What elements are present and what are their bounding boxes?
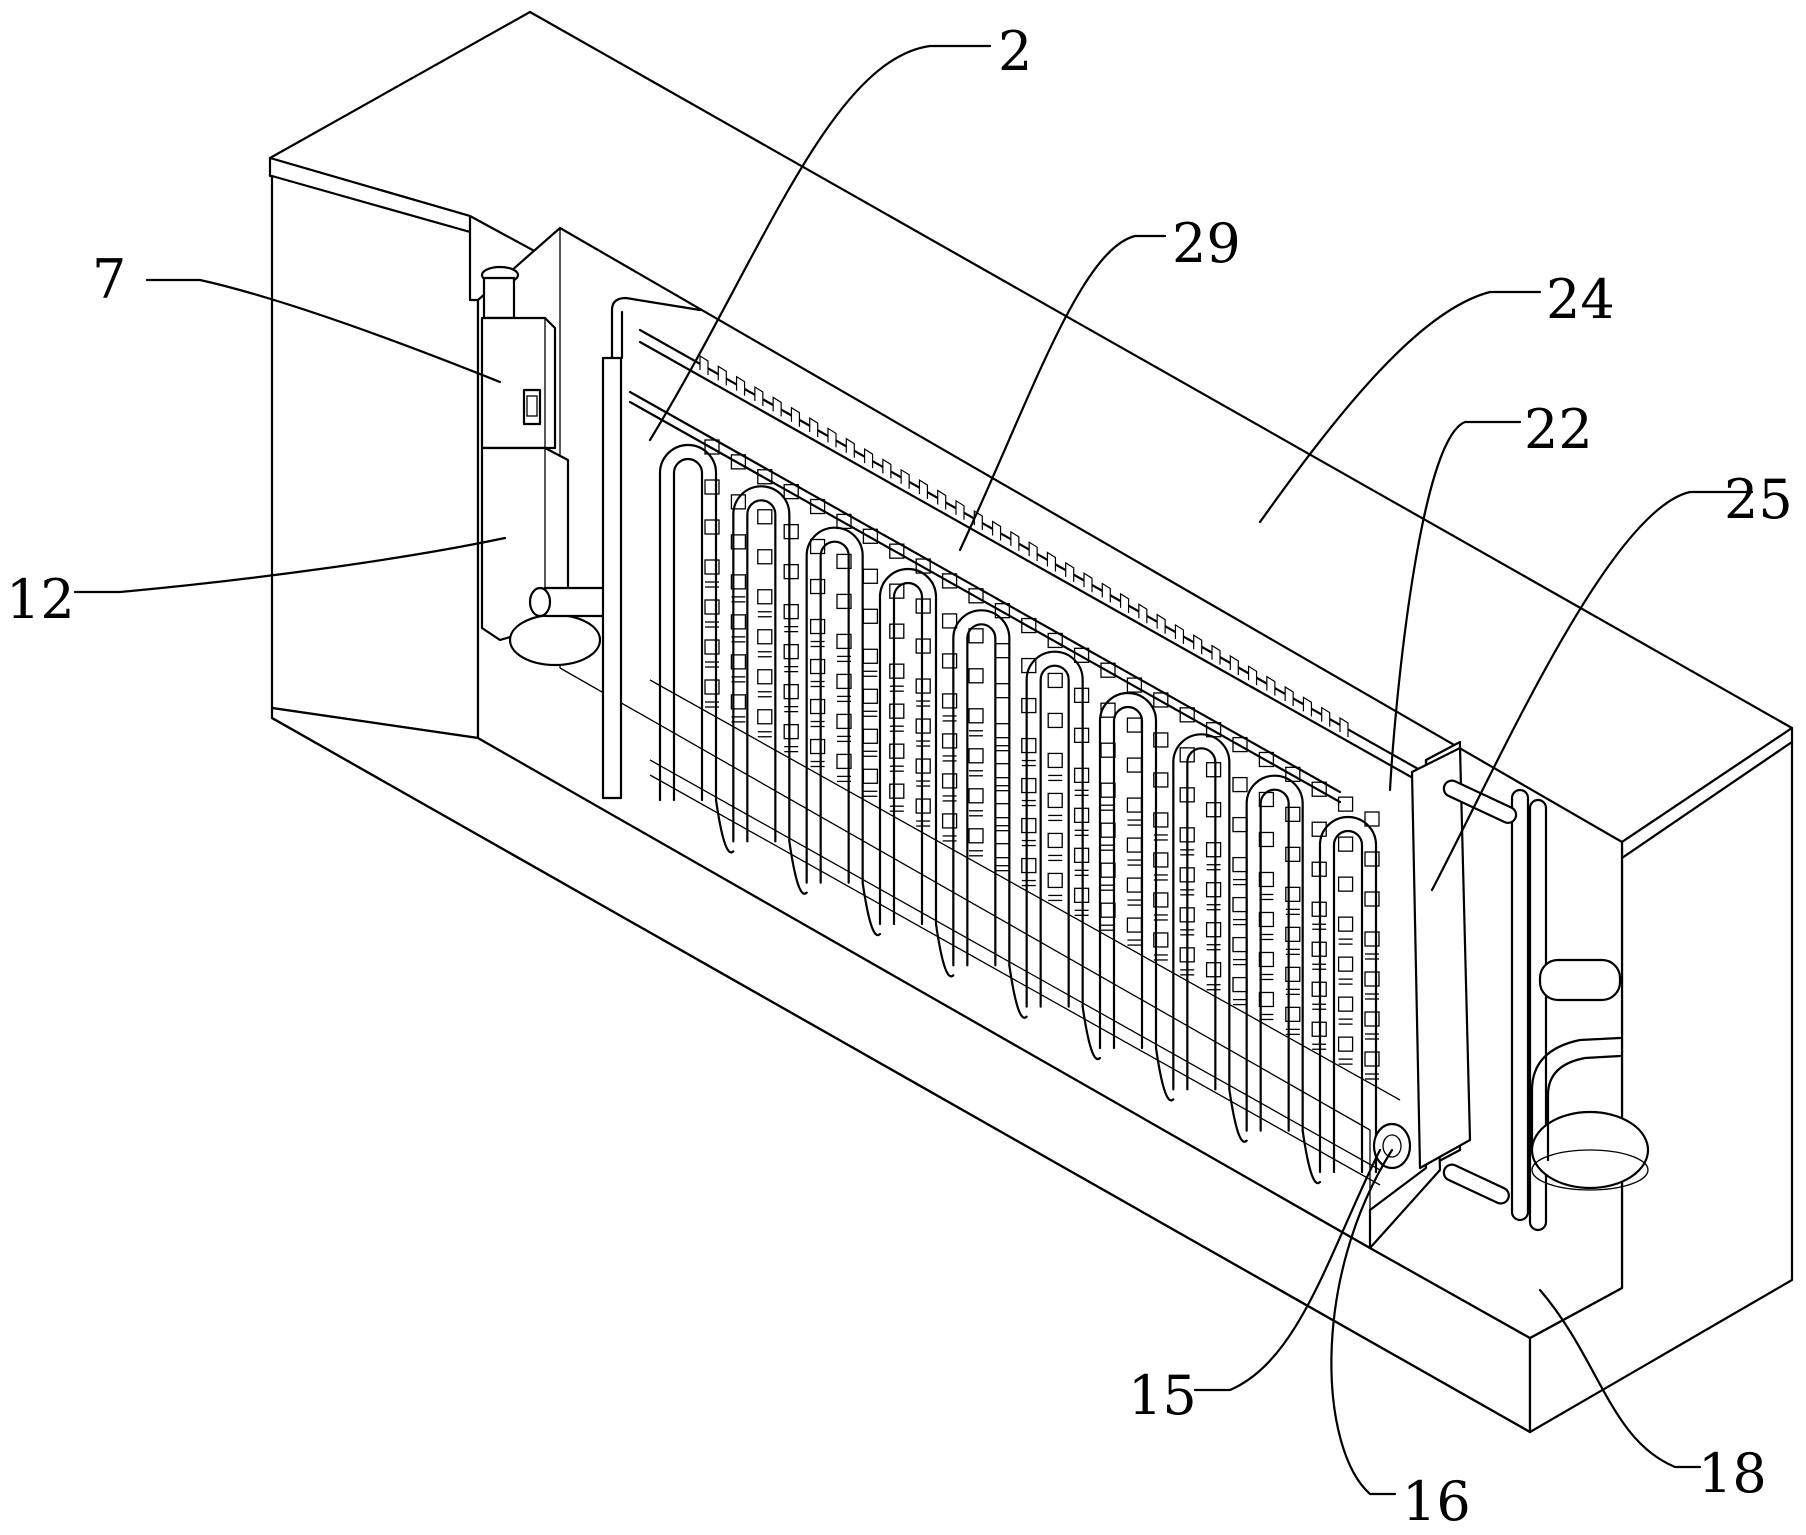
leader-lines (73, 44, 1754, 1496)
serpentine-pipe (601, 296, 702, 800)
leader-22 (1388, 420, 1522, 792)
leader-12 (73, 536, 507, 594)
pipe-end-15 (1372, 1122, 1412, 1170)
label-24: 24 (1546, 268, 1615, 331)
leader-29 (958, 234, 1167, 552)
label-12: 12 (6, 568, 75, 631)
label-7: 7 (92, 248, 126, 311)
leader-15 (1193, 1148, 1382, 1392)
label-25: 25 (1724, 468, 1793, 531)
label-15: 15 (1128, 1364, 1197, 1427)
leader-16 (1330, 1148, 1397, 1496)
label-2: 2 (998, 20, 1032, 83)
reference-labels: 2 29 24 22 25 7 12 15 16 18 (6, 20, 1793, 1533)
leader-7 (145, 278, 502, 384)
serpentine-loops (658, 443, 1378, 1185)
cavity-back (476, 226, 1624, 1340)
leader-25 (1430, 490, 1754, 892)
label-16: 16 (1402, 1470, 1471, 1533)
label-18: 18 (1698, 1442, 1767, 1505)
leader-2 (648, 44, 992, 442)
fin-teeth (699, 354, 1349, 737)
cabinet-left-wall (270, 174, 480, 740)
fin-array-29 (628, 328, 1422, 1186)
leader-24 (1258, 290, 1542, 524)
label-29: 29 (1172, 212, 1241, 275)
side-panel-22 (1372, 746, 1472, 1170)
control-box-7 (480, 265, 557, 450)
label-22: 22 (1524, 398, 1593, 461)
leader-18 (1538, 1288, 1702, 1469)
vertical-pipes-25 (1442, 779, 1548, 1232)
compressor-18 (1530, 958, 1650, 1191)
